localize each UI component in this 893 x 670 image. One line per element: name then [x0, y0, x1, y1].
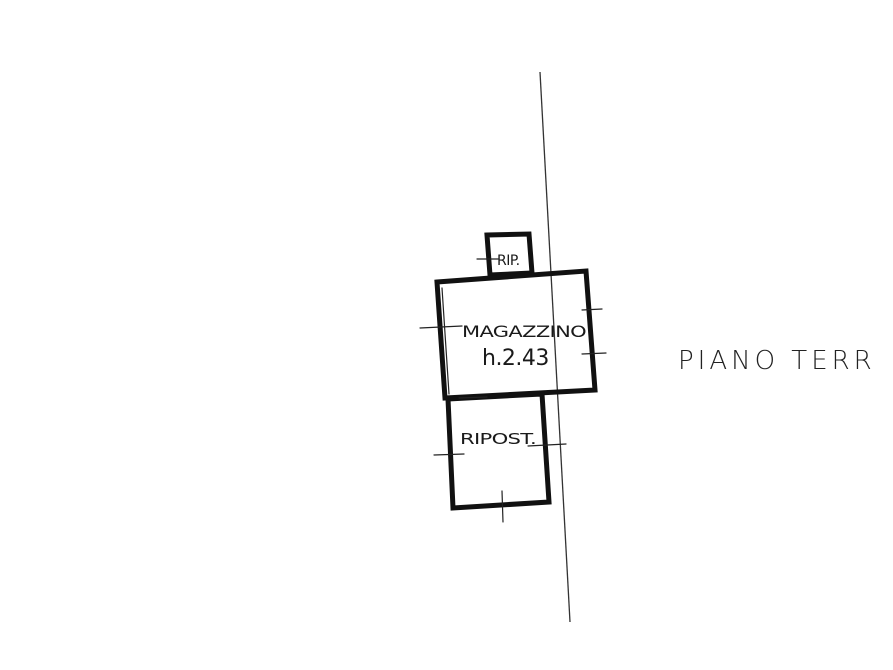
room-rip: RIP. [476, 231, 535, 278]
magazzino-right-tick-top [581, 308, 603, 311]
property-boundary-line [539, 71, 571, 623]
room-ripost: RIPOST. [433, 391, 567, 523]
magazzino-left-tick [419, 325, 463, 329]
room-magazzino-name: MAGAZZINO [462, 322, 586, 341]
room-ripost-walls [445, 391, 552, 511]
room-magazzino-height: h.2.43 [482, 346, 549, 371]
room-magazzino-walls [434, 268, 598, 401]
room-rip-name: RIP. [497, 253, 520, 269]
ripost-right-tick [527, 443, 567, 447]
room-ripost-name: RIPOST. [460, 430, 536, 448]
ripost-bottom-tick [501, 490, 504, 523]
magazzino-right-tick-bottom [581, 352, 607, 355]
floor-level-label: PIANO TERR [678, 346, 876, 376]
magazzino-inner-wall-line [441, 287, 450, 395]
ripost-opening-mark [458, 396, 488, 399]
room-magazzino: MAGAZZINO h.2.43 [419, 268, 607, 401]
ripost-left-tick [433, 453, 465, 456]
